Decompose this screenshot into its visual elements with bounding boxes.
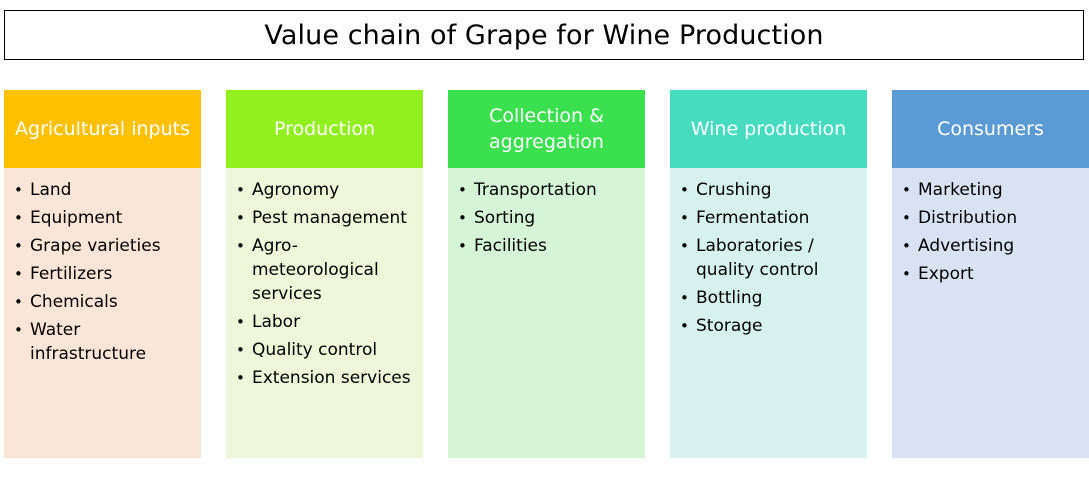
bullet-icon: • — [14, 293, 23, 311]
bullet-icon: • — [680, 181, 689, 199]
list-item: • Grape varieties — [14, 234, 193, 258]
column-header: Consumers — [892, 90, 1089, 168]
list-item: • Marketing — [902, 178, 1081, 202]
item-list: • Marketing • Distribution • Advertising • Expo… — [902, 178, 1081, 286]
list-item-text: Agronomy — [252, 180, 340, 200]
item-list: • Land • Equipment • Grape varieties • Fertiliz… — [14, 178, 193, 366]
bullet-icon: • — [902, 237, 911, 255]
list-item: • Chemicals — [14, 290, 193, 314]
list-item-text: Laboratories / quality control — [696, 236, 819, 280]
item-list: • Crushing • Fermentation • Laboratories / qu… — [680, 178, 859, 338]
list-item: • Extension services — [236, 366, 415, 390]
list-item: • Crushing — [680, 178, 859, 202]
bullet-icon: • — [14, 321, 23, 339]
column-body: • Marketing • Distribution • Advertising • Expo… — [892, 168, 1089, 458]
column-collection-aggregation: Collection & aggregation • Transportation… — [448, 90, 645, 458]
column-agricultural-inputs: Agricultural inputs • Land • Equipment • Grap… — [4, 90, 201, 458]
column-header: Wine production — [670, 90, 867, 168]
list-item-text: Labor — [252, 312, 301, 332]
bullet-icon: • — [680, 317, 689, 335]
list-item: • Storage — [680, 314, 859, 338]
bullet-icon: • — [14, 237, 23, 255]
list-item: • Fermentation — [680, 206, 859, 230]
list-item: • Bottling — [680, 286, 859, 310]
column-body: • Crushing • Fermentation • Laboratories / qu… — [670, 168, 867, 458]
list-item-text: Land — [30, 180, 72, 200]
list-item-text: Chemicals — [30, 292, 118, 312]
list-item-text: Distribution — [918, 208, 1018, 228]
list-item-text: Fertilizers — [30, 264, 113, 284]
bullet-icon: • — [236, 209, 245, 227]
column-header: Production — [226, 90, 423, 168]
column-consumers: Consumers • Marketing • Distribution • Advert… — [892, 90, 1089, 458]
list-item-text: Grape varieties — [30, 236, 161, 256]
list-item-text: Agro-meteorological services — [252, 236, 379, 304]
list-item: • Quality control — [236, 338, 415, 362]
bullet-icon: • — [236, 181, 245, 199]
column-header: Agricultural inputs — [4, 90, 201, 168]
column-body: • Transportation • Sorting • Facilities — [448, 168, 645, 458]
list-item: • Export — [902, 262, 1081, 286]
bullet-icon: • — [902, 265, 911, 283]
list-item-text: Bottling — [696, 288, 763, 308]
bullet-icon: • — [236, 369, 245, 387]
bullet-icon: • — [680, 289, 689, 307]
list-item-text: Fermentation — [696, 208, 810, 228]
list-item-text: Equipment — [30, 208, 123, 228]
list-item: • Distribution — [902, 206, 1081, 230]
list-item: • Agro-meteorological services — [236, 234, 415, 306]
column-wine-production: Wine production • Crushing • Fermentation • L… — [670, 90, 867, 458]
column-header: Collection & aggregation — [448, 90, 645, 168]
column-body: • Land • Equipment • Grape varieties • Fertiliz… — [4, 168, 201, 458]
list-item-text: Storage — [696, 316, 763, 336]
list-item: • Agronomy — [236, 178, 415, 202]
list-item: • Fertilizers — [14, 262, 193, 286]
list-item-text: Sorting — [474, 208, 536, 228]
list-item: • Transportation — [458, 178, 637, 202]
list-item-text: Transportation — [474, 180, 597, 200]
bullet-icon: • — [236, 237, 245, 255]
list-item-text: Export — [918, 264, 974, 284]
list-item: • Advertising — [902, 234, 1081, 258]
item-list: • Transportation • Sorting • Facilities — [458, 178, 637, 258]
bullet-icon: • — [680, 237, 689, 255]
list-item-text: Facilities — [474, 236, 547, 256]
list-item-text: Advertising — [918, 236, 1015, 256]
bullet-icon: • — [14, 181, 23, 199]
list-item: • Laboratories / quality control — [680, 234, 859, 282]
list-item: • Equipment — [14, 206, 193, 230]
column-body: • Agronomy • Pest management • Agro-meteorolo… — [226, 168, 423, 458]
value-chain-columns: Agricultural inputs • Land • Equipment • Grap… — [0, 90, 1089, 458]
bullet-icon: • — [14, 209, 23, 227]
list-item-text: Water infrastructure — [30, 320, 147, 364]
bullet-icon: • — [236, 341, 245, 359]
bullet-icon: • — [236, 313, 245, 331]
list-item: • Sorting — [458, 206, 637, 230]
item-list: • Agronomy • Pest management • Agro-meteorolo… — [236, 178, 415, 390]
list-item: • Water infrastructure — [14, 318, 193, 366]
bullet-icon: • — [458, 209, 467, 227]
column-production: Production • Agronomy • Pest management • Agr… — [226, 90, 423, 458]
list-item-text: Marketing — [918, 180, 1003, 200]
bullet-icon: • — [14, 265, 23, 283]
diagram-title: Value chain of Grape for Wine Production — [4, 10, 1084, 60]
list-item-text: Extension services — [252, 368, 411, 388]
list-item-text: Quality control — [252, 340, 378, 360]
bullet-icon: • — [458, 181, 467, 199]
bullet-icon: • — [902, 209, 911, 227]
list-item-text: Pest management — [252, 208, 407, 228]
list-item: • Facilities — [458, 234, 637, 258]
list-item: • Labor — [236, 310, 415, 334]
bullet-icon: • — [680, 209, 689, 227]
list-item-text: Crushing — [696, 180, 772, 200]
bullet-icon: • — [902, 181, 911, 199]
list-item: • Land — [14, 178, 193, 202]
bullet-icon: • — [458, 237, 467, 255]
list-item: • Pest management — [236, 206, 415, 230]
